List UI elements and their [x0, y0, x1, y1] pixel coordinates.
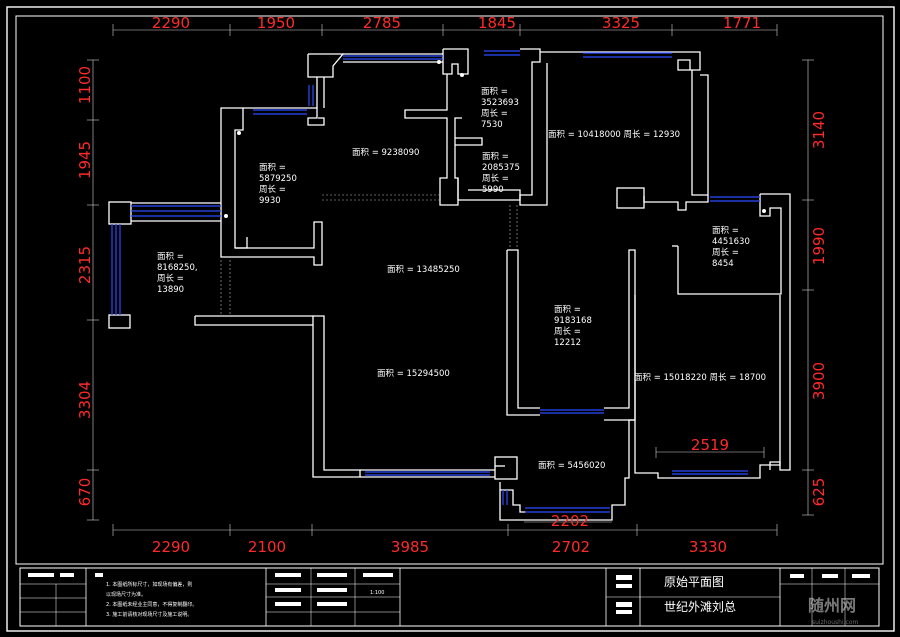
dim-left-1: 1100: [76, 66, 94, 104]
room-label: 面积 = 13485250: [387, 264, 460, 275]
dim-bottom-2: 2100: [248, 538, 286, 556]
dim-top-4: 1845: [478, 14, 516, 32]
room-label-line: 8454: [712, 259, 734, 269]
room-label-line: 面积 =: [482, 151, 509, 162]
room-label-line: 12212: [554, 338, 581, 348]
dim-top-2: 1950: [257, 14, 295, 32]
room-label-line: 面积 =: [712, 225, 739, 236]
room-label: 面积 = 15294500: [377, 368, 450, 379]
note-line-4: 3. 施工前请核对现场尺寸及施工说明。: [106, 611, 192, 618]
room-label-line: 9183168: [554, 316, 592, 326]
inner-frame: [15, 15, 884, 565]
dim-left-5: 670: [76, 478, 94, 507]
dimension-labels: 2290 1950 2785 1845 3325 1771 2290 2100 …: [76, 14, 828, 556]
dim-right-1: 3140: [810, 111, 828, 149]
room-label-line: 面积 = 15018220 周长 = 18700: [634, 372, 766, 383]
drain-icon: [460, 73, 464, 77]
room-label-line: 8168250,: [157, 263, 198, 273]
room-label-line: 5879250: [259, 174, 297, 184]
drain-icon: [762, 209, 766, 213]
room-label-line: 7530: [481, 120, 503, 130]
room-label-line: 周长 =: [482, 173, 509, 184]
room-label: 面积 = 10418000 周长 = 12930: [548, 129, 680, 140]
drain-icon: [237, 131, 241, 135]
windows: [111, 50, 760, 513]
room-label-line: 周长 =: [712, 247, 739, 258]
dim-right-4: 625: [810, 478, 828, 507]
watermark-url: suizhoushi.com: [812, 619, 858, 626]
dim-top-5: 3325: [602, 14, 640, 32]
room-label-line: 周长 =: [157, 273, 184, 284]
room-label: 面积 = 15018220 周长 = 18700: [634, 372, 766, 383]
room-label-line: 9930: [259, 196, 281, 206]
scale-value: 1:100: [370, 590, 384, 596]
note-line-2: 以现场尺寸为准。: [106, 591, 146, 598]
note-line-3: 2. 本图纸未经业主同意，不得复制翻印。: [106, 601, 197, 608]
room-label-line: 面积 = 5456020: [538, 460, 605, 471]
note-line-1: 1. 本图纸所标尺寸，如现场有偏差，则: [106, 581, 192, 588]
room-label-line: 面积 = 15294500: [377, 368, 450, 379]
room-label: 面积 = 5456020: [538, 460, 605, 471]
room-label-line: 周长 =: [259, 184, 286, 195]
dim-left-3: 2315: [76, 246, 94, 284]
dimension-lines: [87, 24, 814, 536]
room-label-line: 2085375: [482, 163, 520, 173]
room-label-line: 周长 =: [481, 108, 508, 119]
room-label-line: 4451630: [712, 237, 750, 247]
dim-bottom-5: 3330: [689, 538, 727, 556]
dim-right-3: 3900: [810, 362, 828, 400]
room-label-line: 面积 =: [157, 251, 184, 262]
watermark: 随州网 suizhoushi.com: [808, 596, 858, 626]
room-label-line: 面积 = 9238090: [352, 147, 419, 158]
dim-top-3: 2785: [363, 14, 401, 32]
drain-icon: [224, 214, 228, 218]
dim-bottom-1: 2290: [152, 538, 190, 556]
title-block-header-marks: [28, 573, 870, 614]
outer-frame: [6, 6, 895, 632]
dim-top-6: 1771: [723, 14, 761, 32]
walls: [108, 48, 791, 521]
drawing-name: 原始平面图: [664, 575, 724, 589]
project-name: 世纪外滩刘总: [664, 600, 736, 614]
room-label-line: 面积 = 10418000 周长 = 12930: [548, 129, 680, 140]
room-label-line: 面积 =: [554, 304, 581, 315]
dim-inner-2: 2202: [551, 512, 589, 530]
room-label-line: 面积 = 13485250: [387, 264, 460, 275]
dim-bottom-4: 2702: [552, 538, 590, 556]
room-label-line: 13890: [157, 285, 184, 295]
dim-left-4: 3304: [76, 381, 94, 419]
dim-bottom-3: 3985: [391, 538, 429, 556]
room-label: 面积 =8168250,周长 =13890: [157, 251, 198, 295]
room-label-line: 3523693: [481, 98, 519, 108]
dim-inner-1: 2519: [691, 436, 729, 454]
dim-left-2: 1945: [76, 141, 94, 179]
room-label: 面积 = 9238090: [352, 147, 419, 158]
dim-right-2: 1990: [810, 227, 828, 265]
room-label-line: 5990: [482, 185, 504, 195]
title-block: 1. 本图纸所标尺寸，如现场有偏差，则 以现场尺寸为准。 2. 本图纸未经业主同…: [19, 567, 880, 627]
room-label-line: 面积 =: [259, 162, 286, 173]
dim-top-1: 2290: [152, 14, 190, 32]
room-label-line: 面积 =: [481, 86, 508, 97]
drain-icon: [437, 60, 441, 64]
openings: [220, 194, 518, 316]
watermark-brand: 随州网: [808, 596, 856, 615]
room-label-line: 周长 =: [554, 326, 581, 337]
